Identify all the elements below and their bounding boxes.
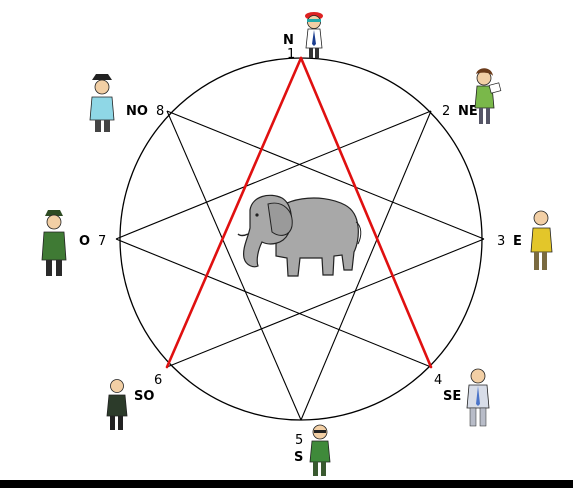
point-number-7: 7: [98, 234, 106, 249]
star-line-2-5: [301, 111, 431, 420]
person-green-coat-hat-icon: [42, 210, 66, 276]
person-dark-suit-icon: [107, 380, 127, 431]
point-number-8: 8: [156, 104, 164, 119]
person-green-shirt-glasses-icon: [310, 425, 330, 476]
direction-label-s: S: [294, 450, 303, 465]
point-number-5: 5: [295, 433, 303, 448]
point-number-6: 6: [154, 373, 162, 388]
direction-label-n: N: [283, 33, 294, 48]
star-line-4-7: [116, 239, 431, 367]
point-number-1: 1: [287, 47, 295, 62]
direction-label-so: SO: [134, 389, 154, 404]
point-number-2: 2: [442, 104, 450, 119]
person-cyan-shirt-hat-icon: [90, 74, 114, 132]
direction-label-e: E: [513, 234, 522, 249]
direction-label-o: O: [79, 234, 90, 249]
person-woman-reading-icon: [475, 68, 501, 124]
person-cap-tie-icon: [305, 12, 323, 58]
elephant-icon: [238, 195, 361, 276]
direction-label-se: SE: [443, 389, 461, 404]
direction-label-no: NO: [126, 104, 148, 119]
person-yellow-shirt-icon: [531, 211, 552, 270]
point-number-4: 4: [434, 373, 442, 388]
person-tall-suit-icon: [467, 369, 489, 426]
bottom-bar: [0, 480, 573, 488]
point-number-3: 3: [497, 234, 505, 249]
